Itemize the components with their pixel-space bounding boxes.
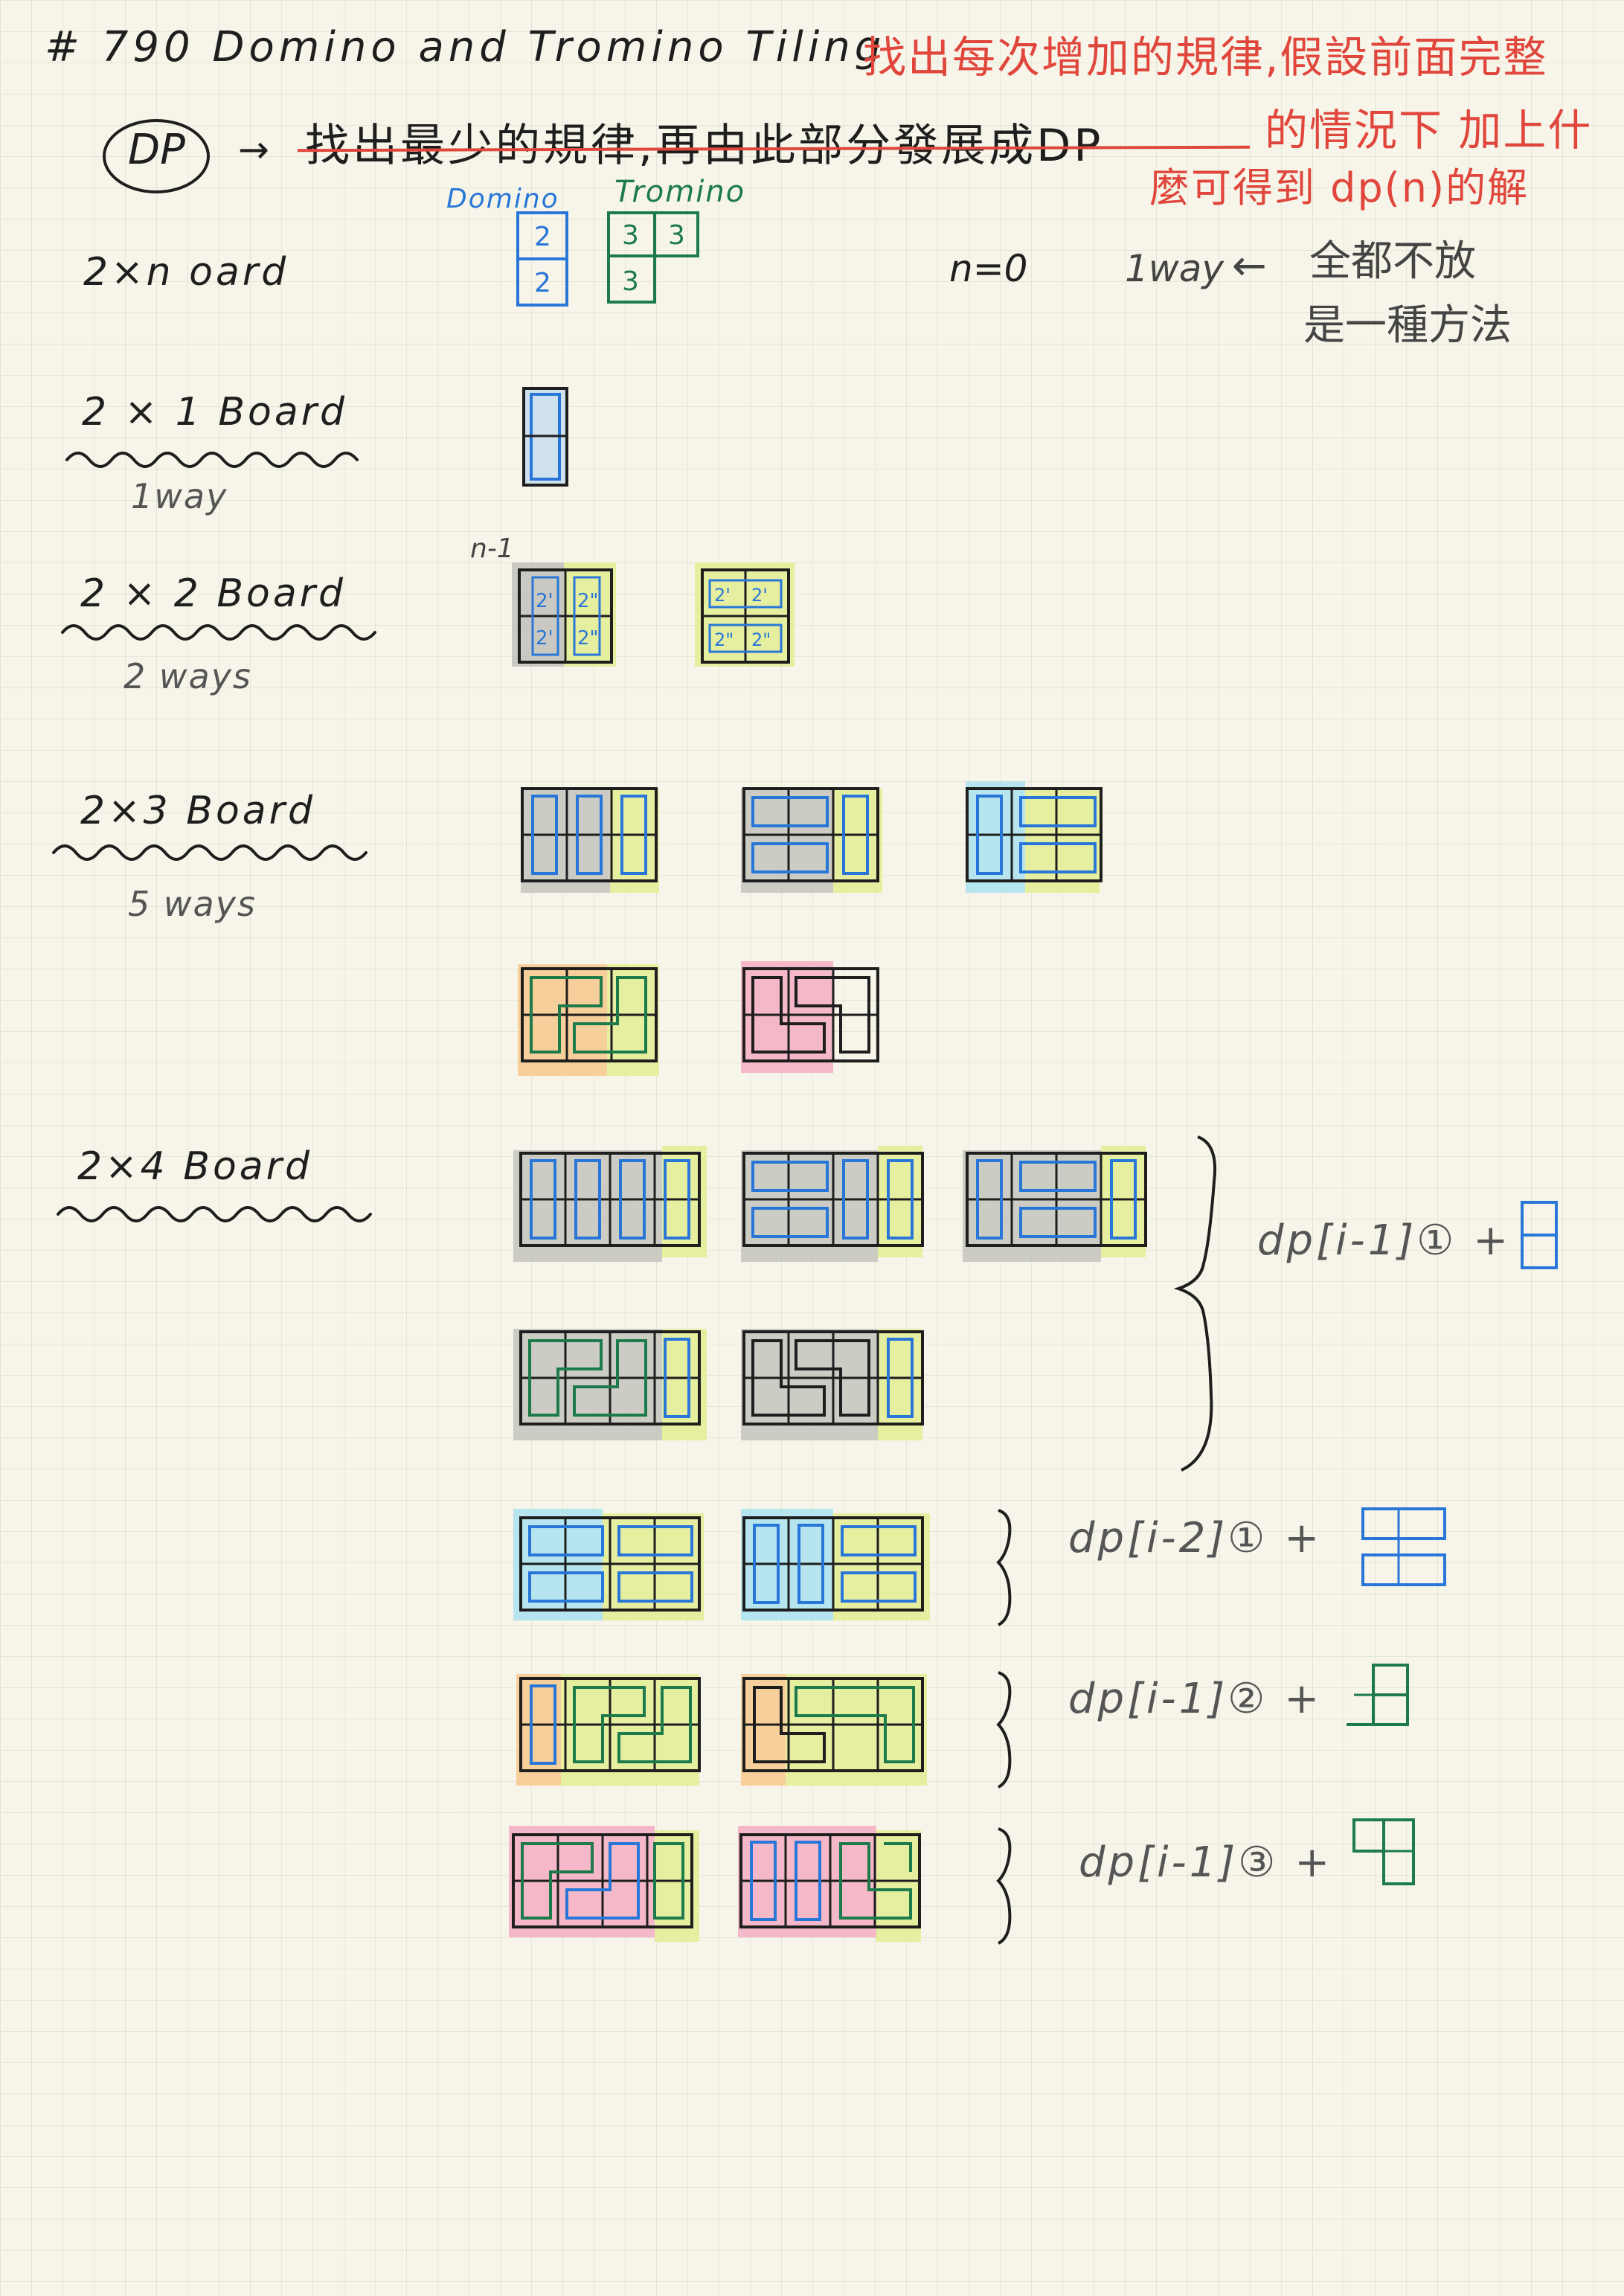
board-2x2-a: 2' 2" 2' 2" <box>512 562 616 667</box>
n-zero-ways: 1way <box>1125 247 1224 290</box>
underline-2x4 <box>57 1206 372 1222</box>
board-2x2-b-mark-4: 2" <box>751 629 771 650</box>
board-2x4-11 <box>738 1826 921 1942</box>
brace-group-3 <box>996 1671 1012 1789</box>
board-2x4-7 <box>741 1509 930 1620</box>
board-2x2-b-mark-3: 2" <box>714 629 734 650</box>
legend-domino-digit-bottom: 2 <box>534 268 551 298</box>
brace-group-1 <box>1173 1135 1216 1472</box>
board-2x3-3 <box>966 781 1103 893</box>
board-2x3-1 <box>521 787 659 893</box>
n-minus-one-label: n-1 <box>470 533 514 564</box>
board-2x1 <box>522 387 568 487</box>
brace-group-4 <box>996 1827 1012 1945</box>
board-2x4-3 <box>963 1146 1147 1262</box>
legend-tromino-figure: 3 3 3 <box>607 211 699 304</box>
right-arrow-icon: → <box>238 128 269 171</box>
row-label-2x4: 2×4 Board <box>77 1144 313 1189</box>
board-2x3-2 <box>741 787 882 893</box>
n-zero-note-1: 全都不放 <box>1309 237 1476 286</box>
ways-2x2: 2 ways <box>123 656 252 696</box>
board-2x2-a-mark-4: 2" <box>577 627 599 650</box>
board-2x4-8 <box>516 1674 701 1786</box>
formula-4-tromino <box>1352 1818 1415 1885</box>
dp-circle <box>103 119 210 193</box>
legend-tromino: Tromino <box>614 175 746 209</box>
legend-tromino-digit-1: 3 <box>622 220 639 251</box>
board-2x2-a-mark-2: 2" <box>577 590 599 612</box>
underline-2x1 <box>65 452 359 468</box>
row-label-2x3: 2×3 Board <box>80 789 316 833</box>
row-label-2x2: 2 × 2 Board <box>80 571 347 616</box>
underline-2x2 <box>61 624 376 641</box>
board-2x2-a-mark-3: 2' <box>536 627 553 650</box>
dp-circle-label: DP <box>128 126 185 174</box>
note-line-1: 找出每次增加的規律,假設前面完整 <box>863 32 1548 83</box>
left-arrow-icon: ← <box>1232 242 1267 290</box>
note-line-2: 的情況下 加上什 <box>1265 105 1593 155</box>
row-label-2x1: 2 × 1 Board <box>82 390 348 434</box>
board-2x3-5 <box>741 961 879 1073</box>
formula-1-domino <box>1521 1201 1558 1269</box>
legend-tromino-digit-3: 3 <box>622 266 639 297</box>
board-2x4-5 <box>741 1329 924 1440</box>
board-2x4-4 <box>513 1329 707 1440</box>
board-2x3-4 <box>518 964 659 1076</box>
formula-2-dominoes <box>1361 1507 1446 1586</box>
ways-2x3: 5 ways <box>128 884 257 924</box>
ways-2x1: 1way <box>131 476 228 516</box>
dp-note: 找出最少的規律,再由此部分發展成DP <box>305 120 1104 172</box>
n-zero-note-2: 是一種方法 <box>1303 301 1512 350</box>
formula-3-tromino <box>1347 1664 1409 1726</box>
legend-tromino-digit-2: 3 <box>668 220 685 251</box>
underline-2x3 <box>52 844 368 861</box>
brace-group-2 <box>996 1509 1012 1626</box>
board-2x2-b-mark-1: 2' <box>714 585 731 606</box>
label-underlines <box>52 452 376 1222</box>
formula-dp-i-1-case2: dp[i-1]② + <box>1068 1675 1323 1723</box>
page-title: # 790 Domino and Tromino Tiling <box>45 23 886 71</box>
legend-domino-figure: 2 2 <box>516 211 568 307</box>
legend-domino: Domino <box>446 184 559 214</box>
legend-domino-digit-top: 2 <box>534 222 551 252</box>
row-label-2xn: 2×n oard <box>83 250 289 295</box>
board-2x4-9 <box>741 1674 927 1786</box>
board-2x2-b-mark-2: 2' <box>751 585 768 606</box>
board-2x4-2 <box>741 1146 924 1262</box>
n-zero-label: n=0 <box>949 247 1028 290</box>
board-2x2-a-mark-1: 2' <box>536 590 553 612</box>
formula-dp-i-2-case1: dp[i-2]① + <box>1068 1514 1323 1562</box>
formula-dp-i-1-case3: dp[i-1]③ + <box>1079 1838 1333 1887</box>
board-2x4-6 <box>513 1509 704 1620</box>
board-2x2-b: 2' 2' 2" 2" <box>695 562 795 667</box>
board-2x4-10 <box>509 1826 699 1942</box>
note-line-3: 麼可得到 dp(n)的解 <box>1149 164 1530 211</box>
board-2x4-1 <box>513 1146 707 1262</box>
formula-dp-i-1-case1: dp[i-1]① + <box>1257 1216 1512 1265</box>
